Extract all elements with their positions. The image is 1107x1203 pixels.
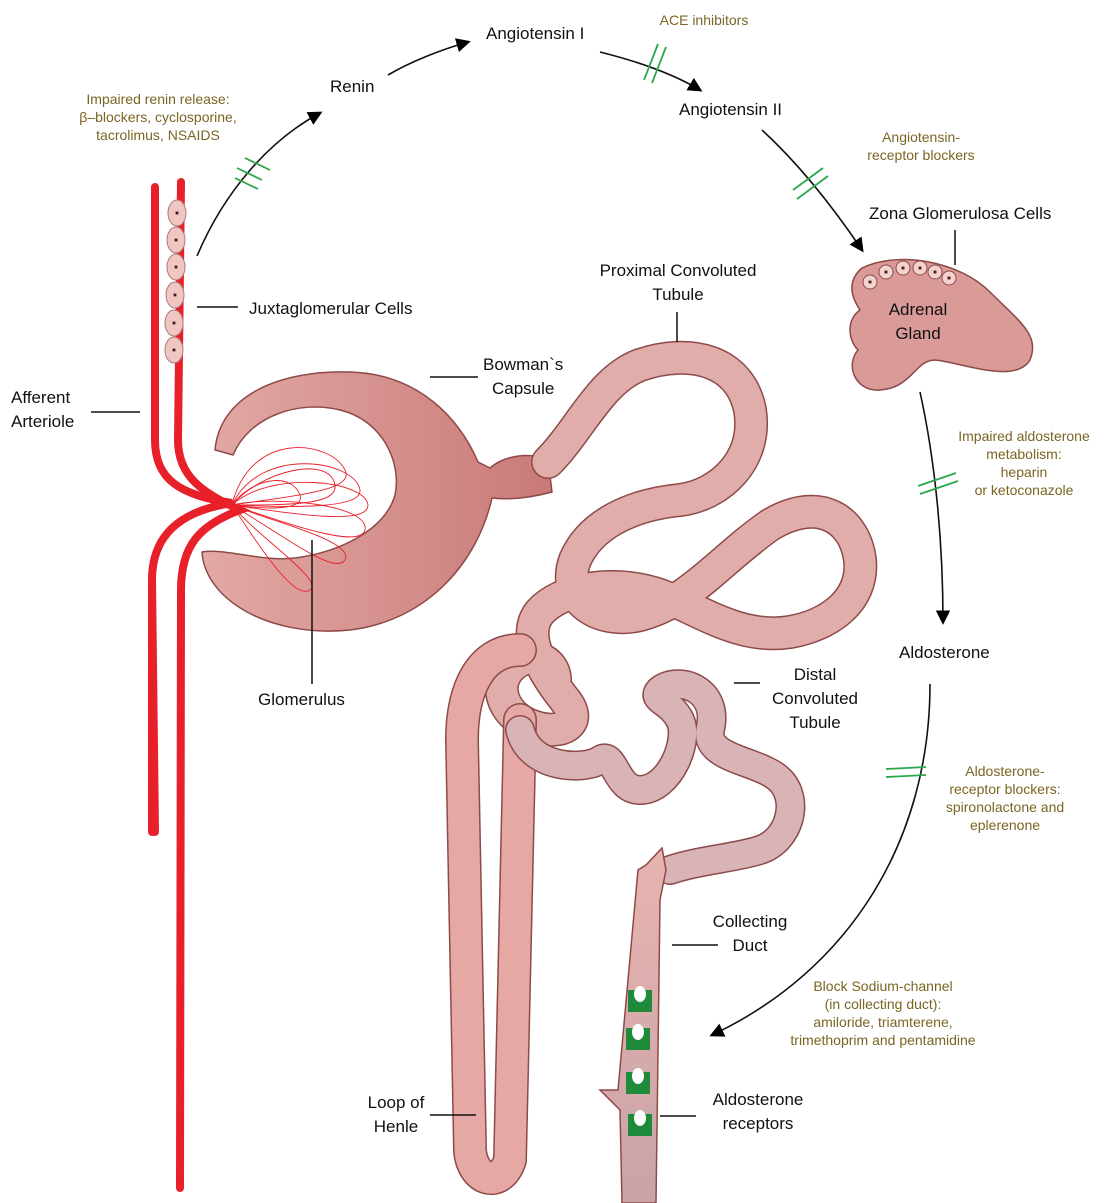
- block-ace: [644, 44, 666, 83]
- label-afferent-arteriole: Afferent Arteriole: [11, 386, 74, 434]
- arrow-adrenal-to-aldosterone: [920, 392, 943, 622]
- label-distal-tubule: Distal Convoluted Tubule: [760, 663, 870, 735]
- label-aldosterone-receptors: Aldosterone receptors: [700, 1088, 816, 1136]
- label-renin: Renin: [330, 75, 374, 99]
- label-zona-glomerulosa: Zona Glomerulosa Cells: [869, 202, 1051, 226]
- collecting-duct: [600, 848, 666, 1203]
- inhibitor-renin-release: Impaired renin release: β–blockers, cycl…: [48, 90, 268, 144]
- label-juxtaglomerular-cells: Juxtaglomerular Cells: [249, 297, 412, 321]
- block-arb: [793, 168, 828, 199]
- label-aldosterone: Aldosterone: [899, 641, 990, 665]
- label-adrenal-gland: Adrenal Gland: [873, 298, 963, 346]
- label-loop-of-henle: Loop of Henle: [358, 1091, 434, 1139]
- block-renin-release: [235, 158, 270, 189]
- label-angiotensin-2: Angiotensin II: [679, 98, 782, 122]
- inhibitor-aldosterone-receptor: Aldosterone- receptor blockers: spironol…: [920, 762, 1090, 834]
- arrow-angiotensin1-to-2: [600, 52, 700, 90]
- inhibitor-ace: ACE inhibitors: [642, 11, 766, 29]
- inhibitor-sodium-channel: Block Sodium-channel (in collecting duct…: [770, 977, 996, 1049]
- label-angiotensin-1: Angiotensin I: [486, 22, 584, 46]
- label-collecting-duct: Collecting Duct: [700, 910, 800, 958]
- afferent-arteriole: [152, 182, 240, 1188]
- vessel-left-wall: [152, 187, 232, 832]
- vessel-right-wall: [178, 182, 240, 1188]
- inhibitor-arb: Angiotensin- receptor blockers: [846, 128, 996, 164]
- label-bowmans-capsule: Bowman`s Capsule: [483, 353, 563, 401]
- inhibitor-aldosterone-metabolism: Impaired aldosterone metabolism: heparin…: [941, 427, 1107, 499]
- label-glomerulus: Glomerulus: [258, 688, 345, 712]
- arrow-renin-to-angiotensin1: [388, 42, 468, 75]
- label-proximal-tubule: Proximal Convoluted Tubule: [584, 259, 772, 307]
